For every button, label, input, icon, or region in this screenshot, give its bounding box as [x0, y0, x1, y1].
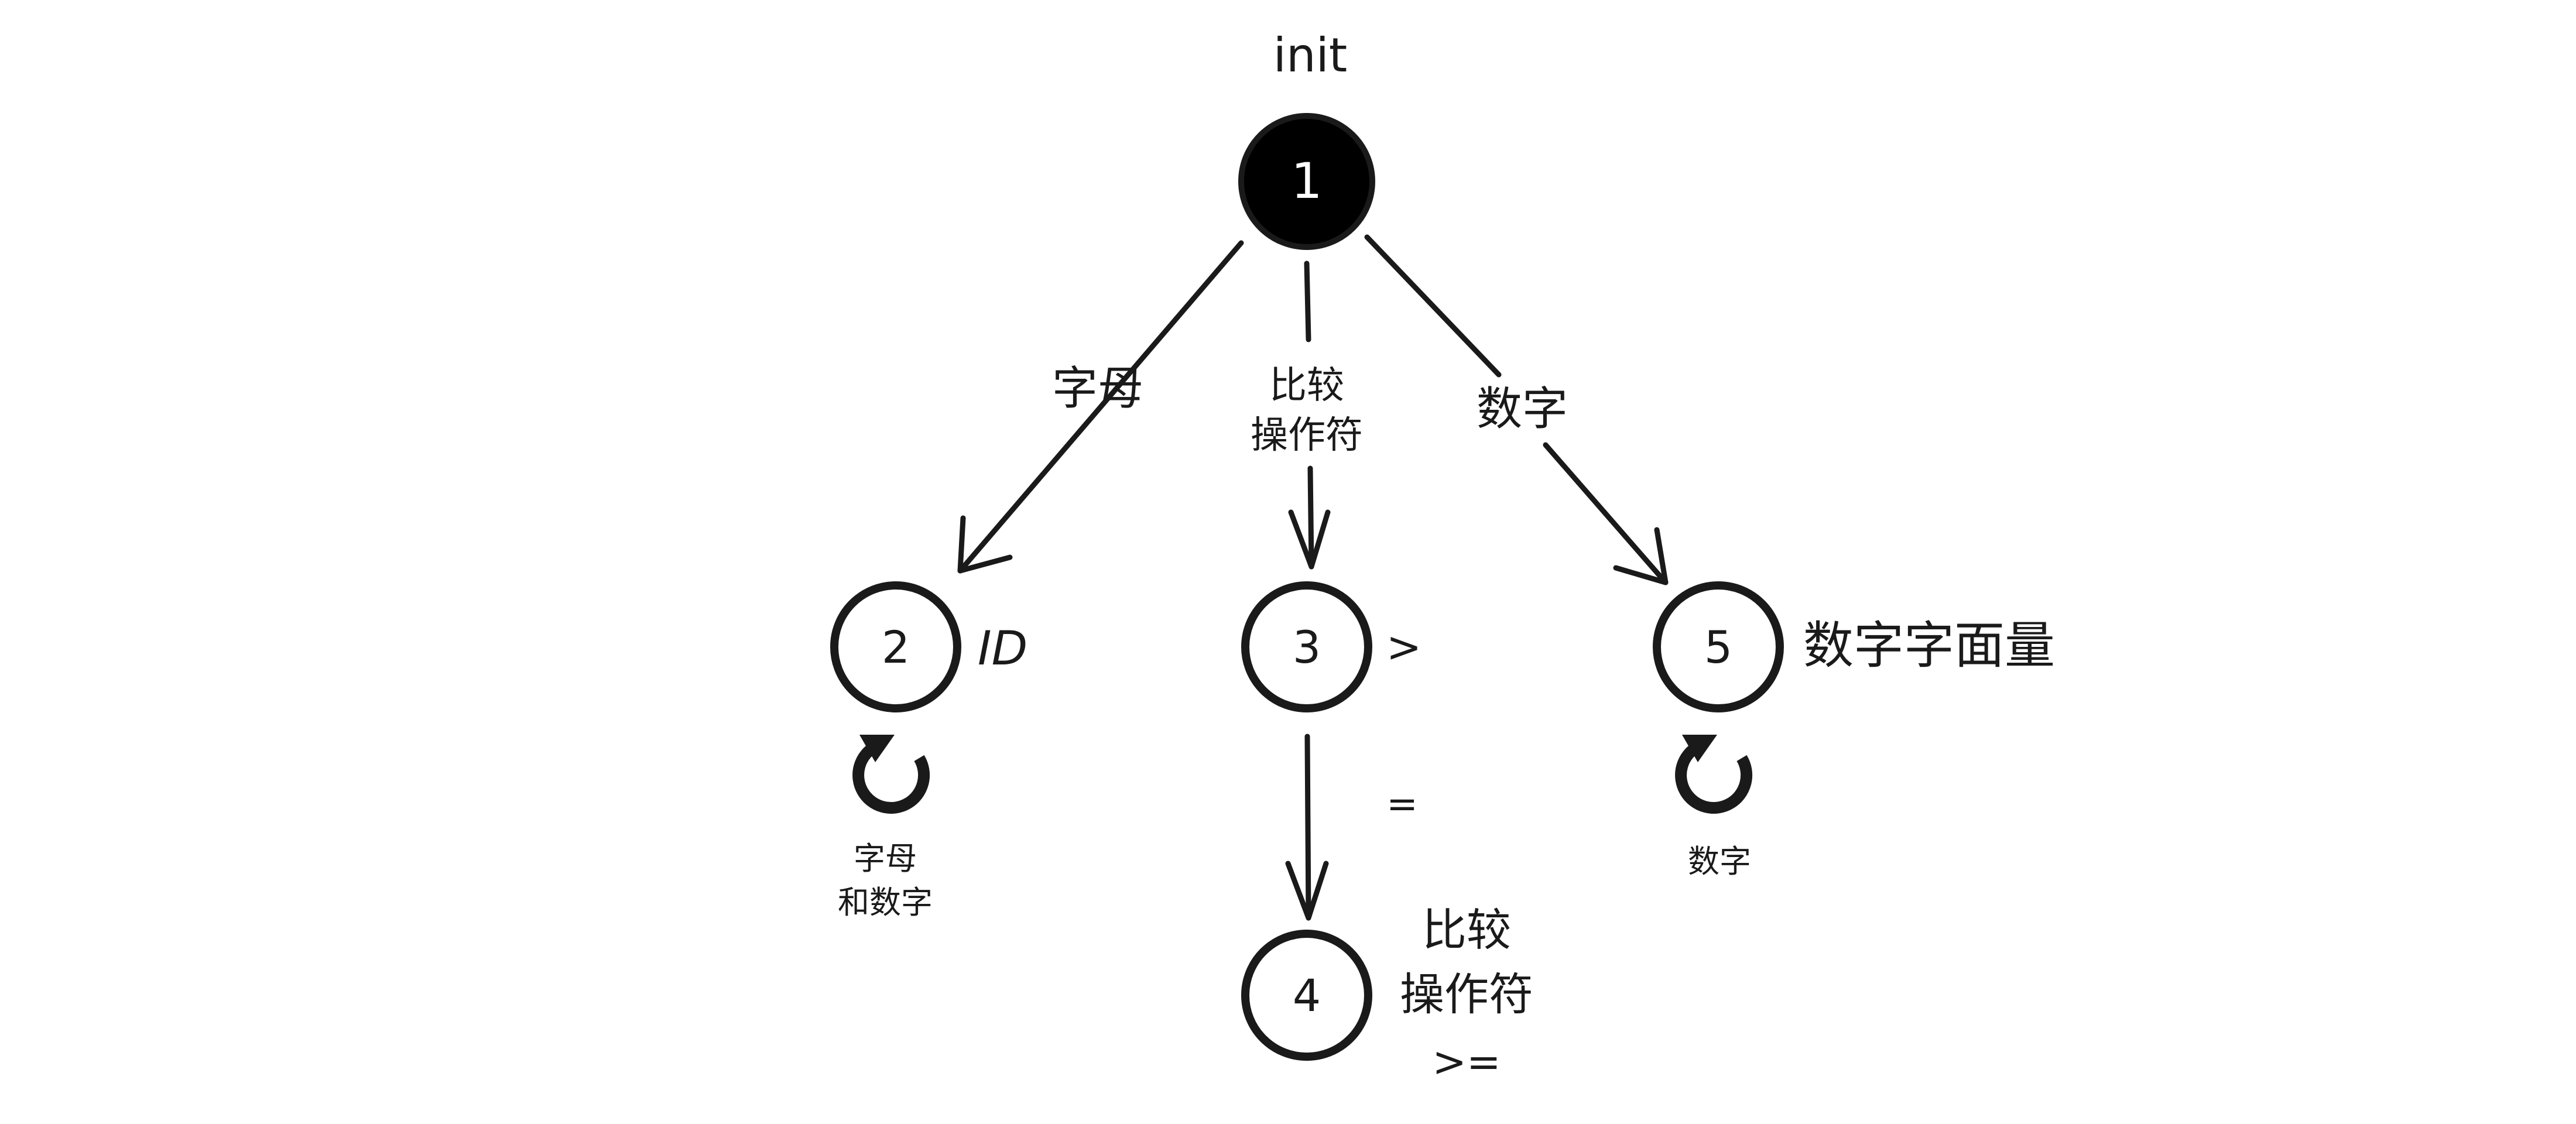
state-2: 2 — [830, 581, 961, 712]
edge-label-3-4: = — [1386, 783, 1418, 826]
transition-1-to-3 — [1288, 261, 1331, 570]
state-label: 5 — [1704, 621, 1732, 673]
state-4-tag-line1: 比较 — [1422, 904, 1511, 956]
state-label: 2 — [882, 621, 910, 673]
state-4-tag-line3: >= — [1432, 1038, 1501, 1086]
loop-2-label-line2: 和数字 — [838, 884, 933, 921]
state-5: 5 — [1653, 581, 1784, 712]
arrowhead — [1285, 861, 1329, 921]
transition-3-to-4 — [1285, 734, 1329, 921]
state-3: 3 — [1241, 581, 1372, 712]
state-circle — [1238, 113, 1375, 250]
arrowhead — [1288, 509, 1331, 570]
loop-arrowhead — [859, 735, 895, 762]
state-5-tag: 数字字面量 — [1803, 616, 2055, 675]
state-label: 3 — [1293, 621, 1321, 673]
edge-label-1-5: 数字 — [1477, 383, 1568, 436]
state-label: 4 — [1293, 969, 1321, 1022]
transition-1-to-5 — [1364, 234, 1669, 585]
loop-arrowhead — [1682, 735, 1717, 762]
state-circle — [1241, 581, 1372, 712]
state-1: 1 — [1238, 113, 1375, 250]
edge-label-1-3-line1: 比较 — [1269, 364, 1344, 407]
arrowhead — [957, 515, 1013, 574]
state-3-tag: > — [1386, 622, 1421, 671]
arrowhead — [1613, 527, 1669, 585]
edge-line — [1307, 465, 1314, 570]
loop-2-label-line1: 字母 — [854, 840, 917, 877]
loop-arrow-icon — [1675, 741, 1753, 814]
self-loop-5 — [1675, 735, 1753, 814]
state-circle — [1653, 581, 1784, 712]
self-loop-2 — [852, 735, 930, 814]
state-circle — [1241, 930, 1372, 1061]
loop-arrow-icon — [852, 741, 930, 814]
state-4: 4 — [1241, 930, 1372, 1061]
state-4-tag-line2: 操作符 — [1400, 968, 1533, 1020]
edge-line — [1364, 234, 1502, 378]
edge-label-1-2: 字母 — [1052, 362, 1143, 415]
edge-line — [1304, 734, 1311, 921]
loop-5-label: 数字 — [1688, 843, 1751, 880]
edge-line — [1543, 442, 1669, 585]
edge-label-1-3-line2: 操作符 — [1251, 414, 1363, 457]
state-1-tag: init — [1273, 28, 1348, 83]
state-circle — [830, 581, 961, 712]
edge-line — [1304, 261, 1311, 342]
transition-1-to-2 — [957, 240, 1244, 574]
state-2-tag: ID — [978, 621, 1027, 676]
edge-line — [957, 240, 1244, 574]
state-label: 1 — [1291, 152, 1322, 210]
